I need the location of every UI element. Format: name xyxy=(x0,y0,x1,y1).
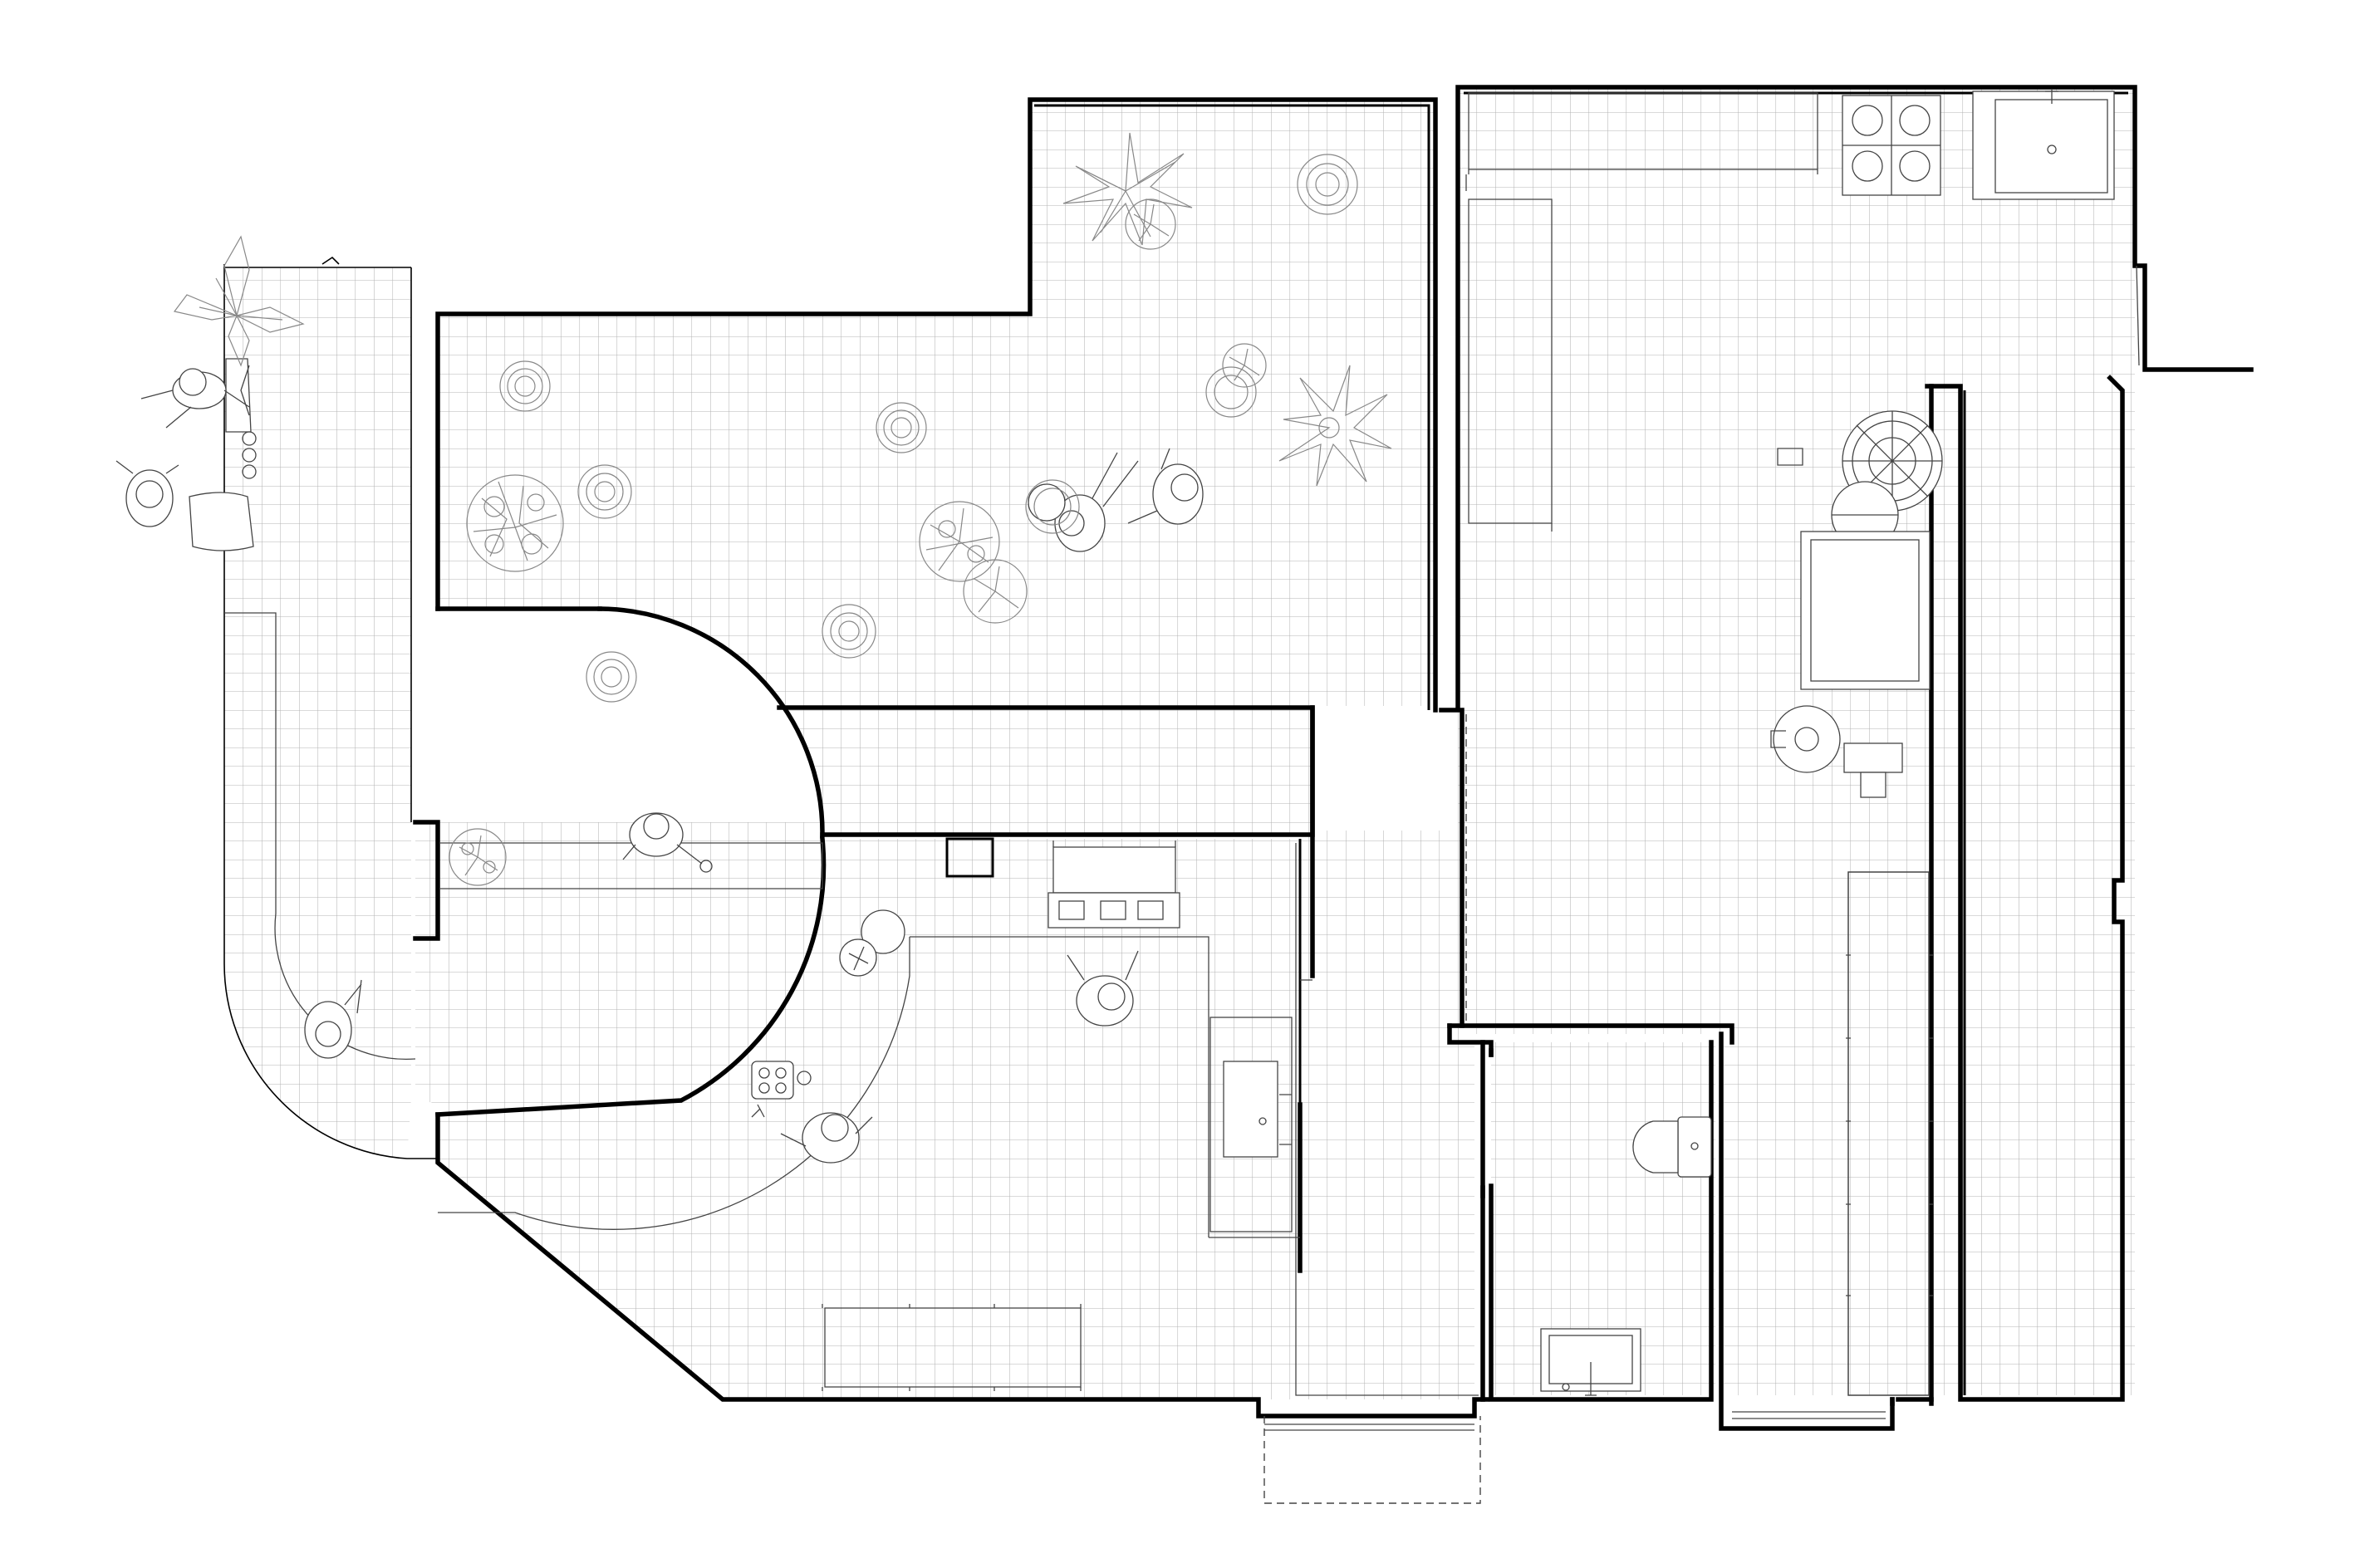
counter-legs xyxy=(1846,954,1934,1296)
bathroom-sink-icon xyxy=(1540,1328,1641,1396)
terrace-edges xyxy=(223,256,436,1159)
toilet-icon xyxy=(1632,1116,1712,1178)
person-icon xyxy=(622,812,713,873)
stone-ring-icon xyxy=(577,464,632,519)
person-icon xyxy=(1127,448,1204,525)
stone-ring-icon xyxy=(586,651,637,703)
people xyxy=(115,368,1204,1164)
corridor-floor xyxy=(1296,831,1474,1399)
kitchen-sink-icon xyxy=(1972,90,2115,200)
wall-details xyxy=(1465,174,2140,532)
stove-icon xyxy=(1842,95,1941,196)
service-floor xyxy=(1970,390,2122,1395)
planting-room-floor xyxy=(438,100,1435,835)
lounge-perimeter-wall xyxy=(435,1112,1489,1419)
stone-ring-icon xyxy=(1205,366,1257,418)
stone-ring-icon xyxy=(499,360,551,412)
stone-ring-icon xyxy=(876,402,927,453)
stone-ring-icon xyxy=(822,604,876,659)
stone-ring-icon xyxy=(1297,154,1358,215)
leafy-plant-icon xyxy=(1278,365,1392,487)
person-icon xyxy=(780,1112,873,1164)
shrub-icon xyxy=(1222,343,1267,388)
stone-ring-icon xyxy=(1025,479,1080,534)
terrace-chairs-icon xyxy=(189,358,257,551)
shrub-icon xyxy=(466,474,564,572)
curved-bar-top xyxy=(910,936,1209,1237)
display-box xyxy=(945,837,994,878)
leafy-plant-icon xyxy=(1062,132,1193,246)
roaster-icon xyxy=(1770,410,1943,798)
top-counter xyxy=(1468,92,1818,170)
round-table xyxy=(861,909,905,954)
openings xyxy=(1263,714,1886,1504)
bench-table xyxy=(824,1307,1082,1388)
person-icon xyxy=(115,460,179,527)
planting xyxy=(173,132,1392,886)
terrace-floor xyxy=(223,267,411,1159)
curved-wall xyxy=(597,606,825,837)
lounge-floor xyxy=(415,822,1300,1399)
shrub-icon xyxy=(919,501,1000,582)
person-icon xyxy=(304,979,362,1059)
person-icon xyxy=(1028,452,1139,552)
register-icon xyxy=(751,1061,794,1118)
espresso-machine-icon xyxy=(1047,840,1180,929)
person-icon xyxy=(140,368,250,429)
person-icon xyxy=(1067,950,1139,1027)
fern-plant-icon xyxy=(173,235,305,367)
shrub-icon xyxy=(963,559,1028,624)
entrance-threshold xyxy=(1263,1416,1481,1504)
side-cabinet xyxy=(1209,1017,1293,1232)
shrub-icon xyxy=(449,828,507,886)
left-counter xyxy=(1468,198,1553,524)
shrub-icon xyxy=(1125,198,1176,250)
planting-room-wall xyxy=(435,97,1438,713)
kitchen-counters xyxy=(1468,90,2115,1396)
lounge-furniture xyxy=(189,358,1712,1396)
